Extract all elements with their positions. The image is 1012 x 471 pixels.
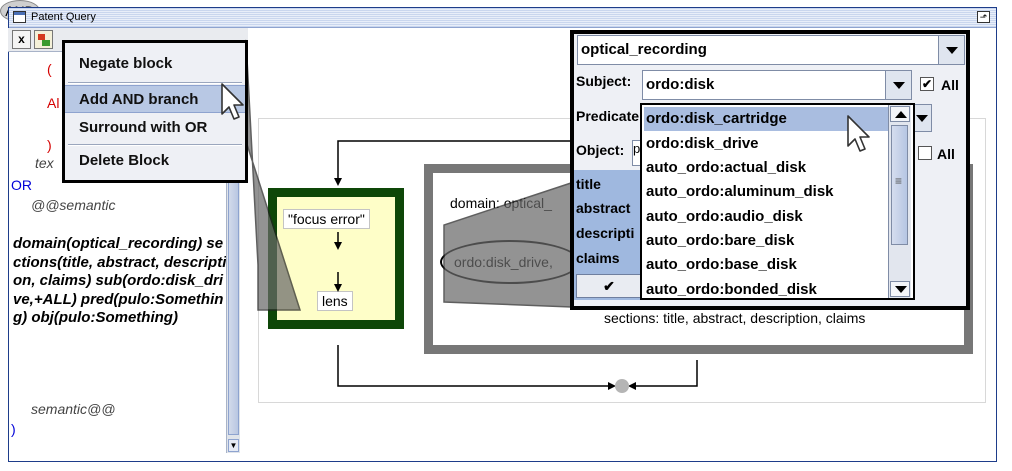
scroll-down-arrow-icon[interactable]: ▼ xyxy=(228,439,239,452)
chevron-down-icon[interactable] xyxy=(938,36,964,64)
list-item[interactable]: auto_ordo:bonded_disk xyxy=(646,281,817,298)
object-label: Object: xyxy=(576,142,625,158)
list-item[interactable]: auto_ordo:bare_disk xyxy=(646,232,795,249)
list-item[interactable]: auto_ordo:base_disk xyxy=(646,256,797,273)
semantic-open: @@semantic xyxy=(31,197,116,213)
subject-combobox[interactable]: ordo:disk xyxy=(642,70,912,100)
menu-item-add-and-branch[interactable]: Add AND branch xyxy=(65,85,245,113)
chevron-down-icon[interactable] xyxy=(885,71,911,99)
list-item[interactable]: auto_ordo:actual_disk xyxy=(646,159,807,176)
final-paren: ) xyxy=(11,421,16,437)
context-menu: Negate block Add AND branch Surround wit… xyxy=(62,40,248,183)
menu-separator xyxy=(68,82,242,84)
focus-error-node[interactable]: "focus error" xyxy=(283,209,370,229)
sections-ok-button[interactable]: ✔ xyxy=(576,274,642,298)
mouse-cursor-icon xyxy=(847,115,870,152)
subject-dropdown-list[interactable]: ordo:disk_cartridge ordo:disk_drive auto… xyxy=(640,103,915,300)
list-item[interactable]: ordo:disk_drive xyxy=(646,135,759,152)
predicate-dropdown-arrow-icon[interactable] xyxy=(910,104,932,132)
window-icon xyxy=(13,11,26,23)
section-item-abstract[interactable]: abstract xyxy=(576,200,631,216)
tree-view-icon[interactable] xyxy=(34,30,53,49)
close-button[interactable]: x xyxy=(12,30,31,49)
title-bar[interactable]: Patent Query ⬏ xyxy=(9,8,996,28)
subject-all-label: All xyxy=(941,77,959,93)
list-item[interactable]: auto_ordo:audio_disk xyxy=(646,208,803,225)
subject-label: Subject: xyxy=(576,73,632,89)
maximize-icon[interactable]: ⬏ xyxy=(977,11,990,23)
predicate-label: Predicate xyxy=(576,108,640,124)
domain-label: domain: optical_ xyxy=(450,195,552,211)
menu-item-surround-with-or[interactable]: Surround with OR xyxy=(79,119,208,136)
subject-all-checkbox[interactable]: ✔ xyxy=(920,77,934,91)
menu-separator xyxy=(68,144,242,146)
subject-value: ordo:disk xyxy=(646,76,715,93)
semantic-query-text: domain(optical_recording) sections(title… xyxy=(13,235,227,326)
domain-value: optical_recording xyxy=(581,41,707,58)
section-item-title[interactable]: title xyxy=(576,176,601,192)
object-all-label: All xyxy=(937,146,955,162)
paren-close: ) xyxy=(47,137,52,153)
scrollbar-thumb[interactable] xyxy=(891,125,908,245)
section-item-claims[interactable]: claims xyxy=(576,250,620,266)
mouse-cursor-icon xyxy=(221,83,244,120)
section-item-description[interactable]: descripti xyxy=(576,225,635,241)
dropdown-scrollbar[interactable] xyxy=(888,105,911,298)
paren-open: ( xyxy=(47,61,52,77)
or-operator: OR xyxy=(11,177,32,193)
subject-ellipse-node[interactable]: ordo:disk_drive, xyxy=(440,240,580,284)
menu-item-delete-block[interactable]: Delete Block xyxy=(79,152,170,169)
semantic-close: semantic@@ xyxy=(31,401,116,417)
sections-label: sections: title, abstract, description, … xyxy=(604,310,866,326)
and-fragment: Al xyxy=(47,95,60,111)
text-fragment: tex xyxy=(35,155,54,171)
menu-item-negate-block[interactable]: Negate block xyxy=(79,55,173,72)
lens-node[interactable]: lens xyxy=(317,291,353,311)
list-item[interactable]: auto_ordo:aluminum_disk xyxy=(646,183,834,200)
scroll-up-arrow-icon[interactable] xyxy=(890,106,910,122)
window-title: Patent Query xyxy=(31,11,96,23)
object-all-checkbox[interactable] xyxy=(918,146,932,160)
domain-combobox[interactable]: optical_recording xyxy=(577,35,965,65)
scroll-down-arrow-icon[interactable] xyxy=(890,281,910,297)
